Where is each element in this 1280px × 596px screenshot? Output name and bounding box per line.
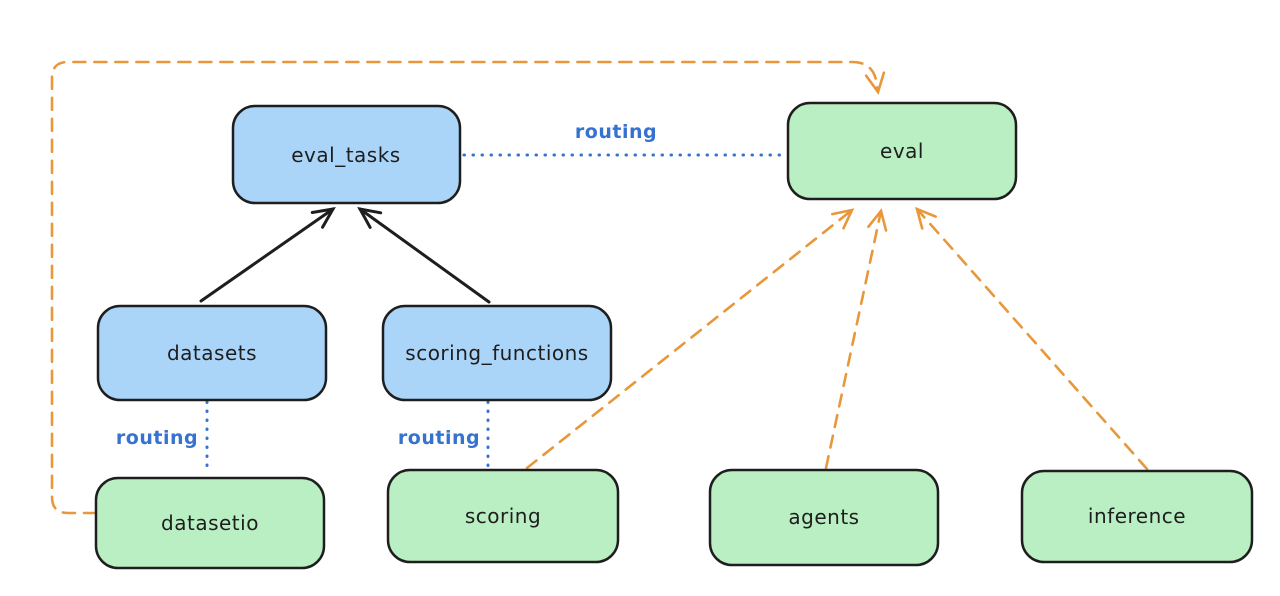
node-datasets-label: datasets <box>167 341 257 365</box>
node-scoring-functions-box <box>381 304 613 402</box>
node-scoring-label: scoring <box>465 504 541 528</box>
node-eval-tasks: eval_tasks <box>231 104 462 205</box>
node-datasetio: datasetio <box>94 476 326 570</box>
node-eval-tasks-label: eval_tasks <box>291 143 400 167</box>
node-inference-box <box>1020 469 1254 564</box>
edge-agents-to-eval <box>824 208 888 470</box>
routing-label-datasets: routing <box>116 427 198 449</box>
node-eval: eval <box>786 101 1018 201</box>
edge-inference-to-eval <box>915 206 1149 471</box>
node-datasetio-box <box>94 476 326 570</box>
routing-label-scoring: routing <box>398 427 480 449</box>
edge-datasetio-to-eval <box>50 60 886 515</box>
node-agents-label: agents <box>788 505 859 529</box>
node-inference: inference <box>1020 469 1254 564</box>
node-scoring-functions-label: scoring_functions <box>405 341 588 365</box>
node-agents-box <box>708 468 940 567</box>
node-eval-label: eval <box>880 139 924 163</box>
node-inference-label: inference <box>1088 504 1186 528</box>
node-datasetio-label: datasetio <box>161 511 259 535</box>
node-scoring-box <box>386 468 620 564</box>
edge-scoring-to-eval <box>525 208 855 470</box>
node-agents: agents <box>708 468 940 567</box>
edge-scoring-functions-to-eval-tasks <box>357 206 491 304</box>
routing-label-top: routing <box>575 121 657 143</box>
node-datasets-box <box>96 304 328 402</box>
node-scoring-functions: scoring_functions <box>381 304 613 402</box>
node-datasets: datasets <box>96 304 328 402</box>
edge-datasets-to-eval-tasks <box>199 206 336 303</box>
node-eval-tasks-box <box>231 104 462 205</box>
node-eval-box <box>786 101 1018 201</box>
node-scoring: scoring <box>386 468 620 564</box>
